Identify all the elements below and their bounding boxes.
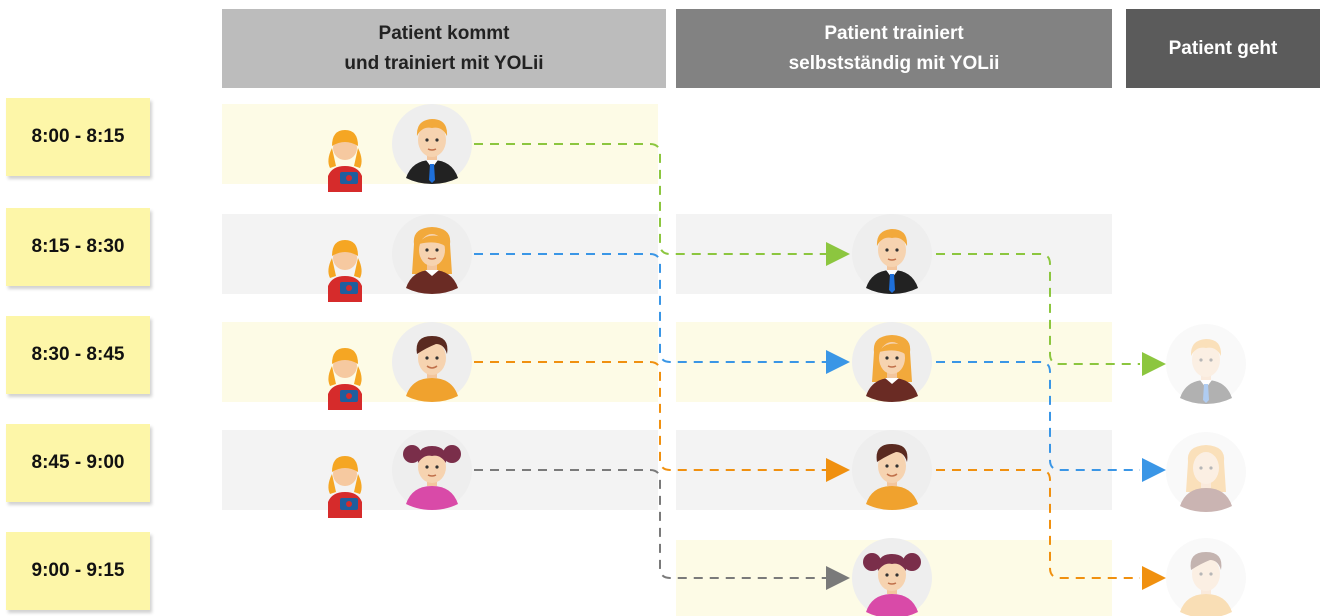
arrow-head-green-exit bbox=[1142, 352, 1166, 376]
header-line: Patient geht bbox=[1168, 37, 1278, 59]
time-slot: 8:15 - 8:30 bbox=[6, 208, 150, 286]
header-line: Patient trainiert bbox=[824, 22, 964, 44]
therapist-icon bbox=[328, 130, 362, 192]
header-patient-leaves: Patient geht bbox=[1126, 9, 1320, 88]
arrow-head-green bbox=[826, 242, 850, 266]
time-slot: 9:00 - 9:15 bbox=[6, 532, 150, 610]
arrow-head-blue-exit bbox=[1142, 458, 1166, 482]
avatar-young-man bbox=[392, 322, 472, 402]
flow-line-patient-3-exit bbox=[936, 469, 1140, 579]
therapist-icon bbox=[328, 240, 362, 302]
arrow-head-orange-exit bbox=[1142, 566, 1166, 590]
arrow-head-blue bbox=[826, 350, 850, 374]
header-line: selbstständig mit YOLii bbox=[788, 52, 1000, 74]
flow-line-patient-2-exit bbox=[936, 361, 1140, 471]
avatar-woman bbox=[392, 214, 472, 294]
flow-line-patient-3 bbox=[474, 361, 826, 471]
header-patient-arrives: Patient kommt und trainiert mit YOLii bbox=[222, 9, 666, 88]
avatar-man-suit bbox=[1166, 324, 1246, 404]
avatar-woman bbox=[1166, 432, 1246, 512]
time-slot: 8:45 - 9:00 bbox=[6, 424, 150, 502]
arrow-head-gray bbox=[826, 566, 850, 590]
flow-line-patient-2 bbox=[474, 253, 826, 363]
avatar-girl bbox=[392, 430, 472, 510]
avatar-girl bbox=[852, 538, 932, 616]
time-slot: 8:30 - 8:45 bbox=[6, 316, 150, 394]
flow-line-patient-1-exit bbox=[936, 253, 1140, 365]
flow-line-patient-1 bbox=[474, 143, 826, 255]
avatar-man-suit bbox=[852, 214, 932, 294]
header-patient-trains-alone: Patient trainiert selbstständig mit YOLi… bbox=[676, 9, 1112, 88]
avatar-man-suit bbox=[392, 104, 472, 184]
arrow-head-orange bbox=[826, 458, 850, 482]
therapist-icon bbox=[328, 456, 362, 518]
therapist-icon bbox=[328, 348, 362, 410]
header-line: und trainiert mit YOLii bbox=[344, 52, 544, 74]
flow-line-patient-4 bbox=[474, 469, 826, 579]
avatar-woman bbox=[852, 322, 932, 402]
avatar-young-man bbox=[1166, 538, 1246, 616]
header-line: Patient kommt bbox=[378, 22, 510, 44]
avatar-young-man bbox=[852, 430, 932, 510]
time-slot: 8:00 - 8:15 bbox=[6, 98, 150, 176]
